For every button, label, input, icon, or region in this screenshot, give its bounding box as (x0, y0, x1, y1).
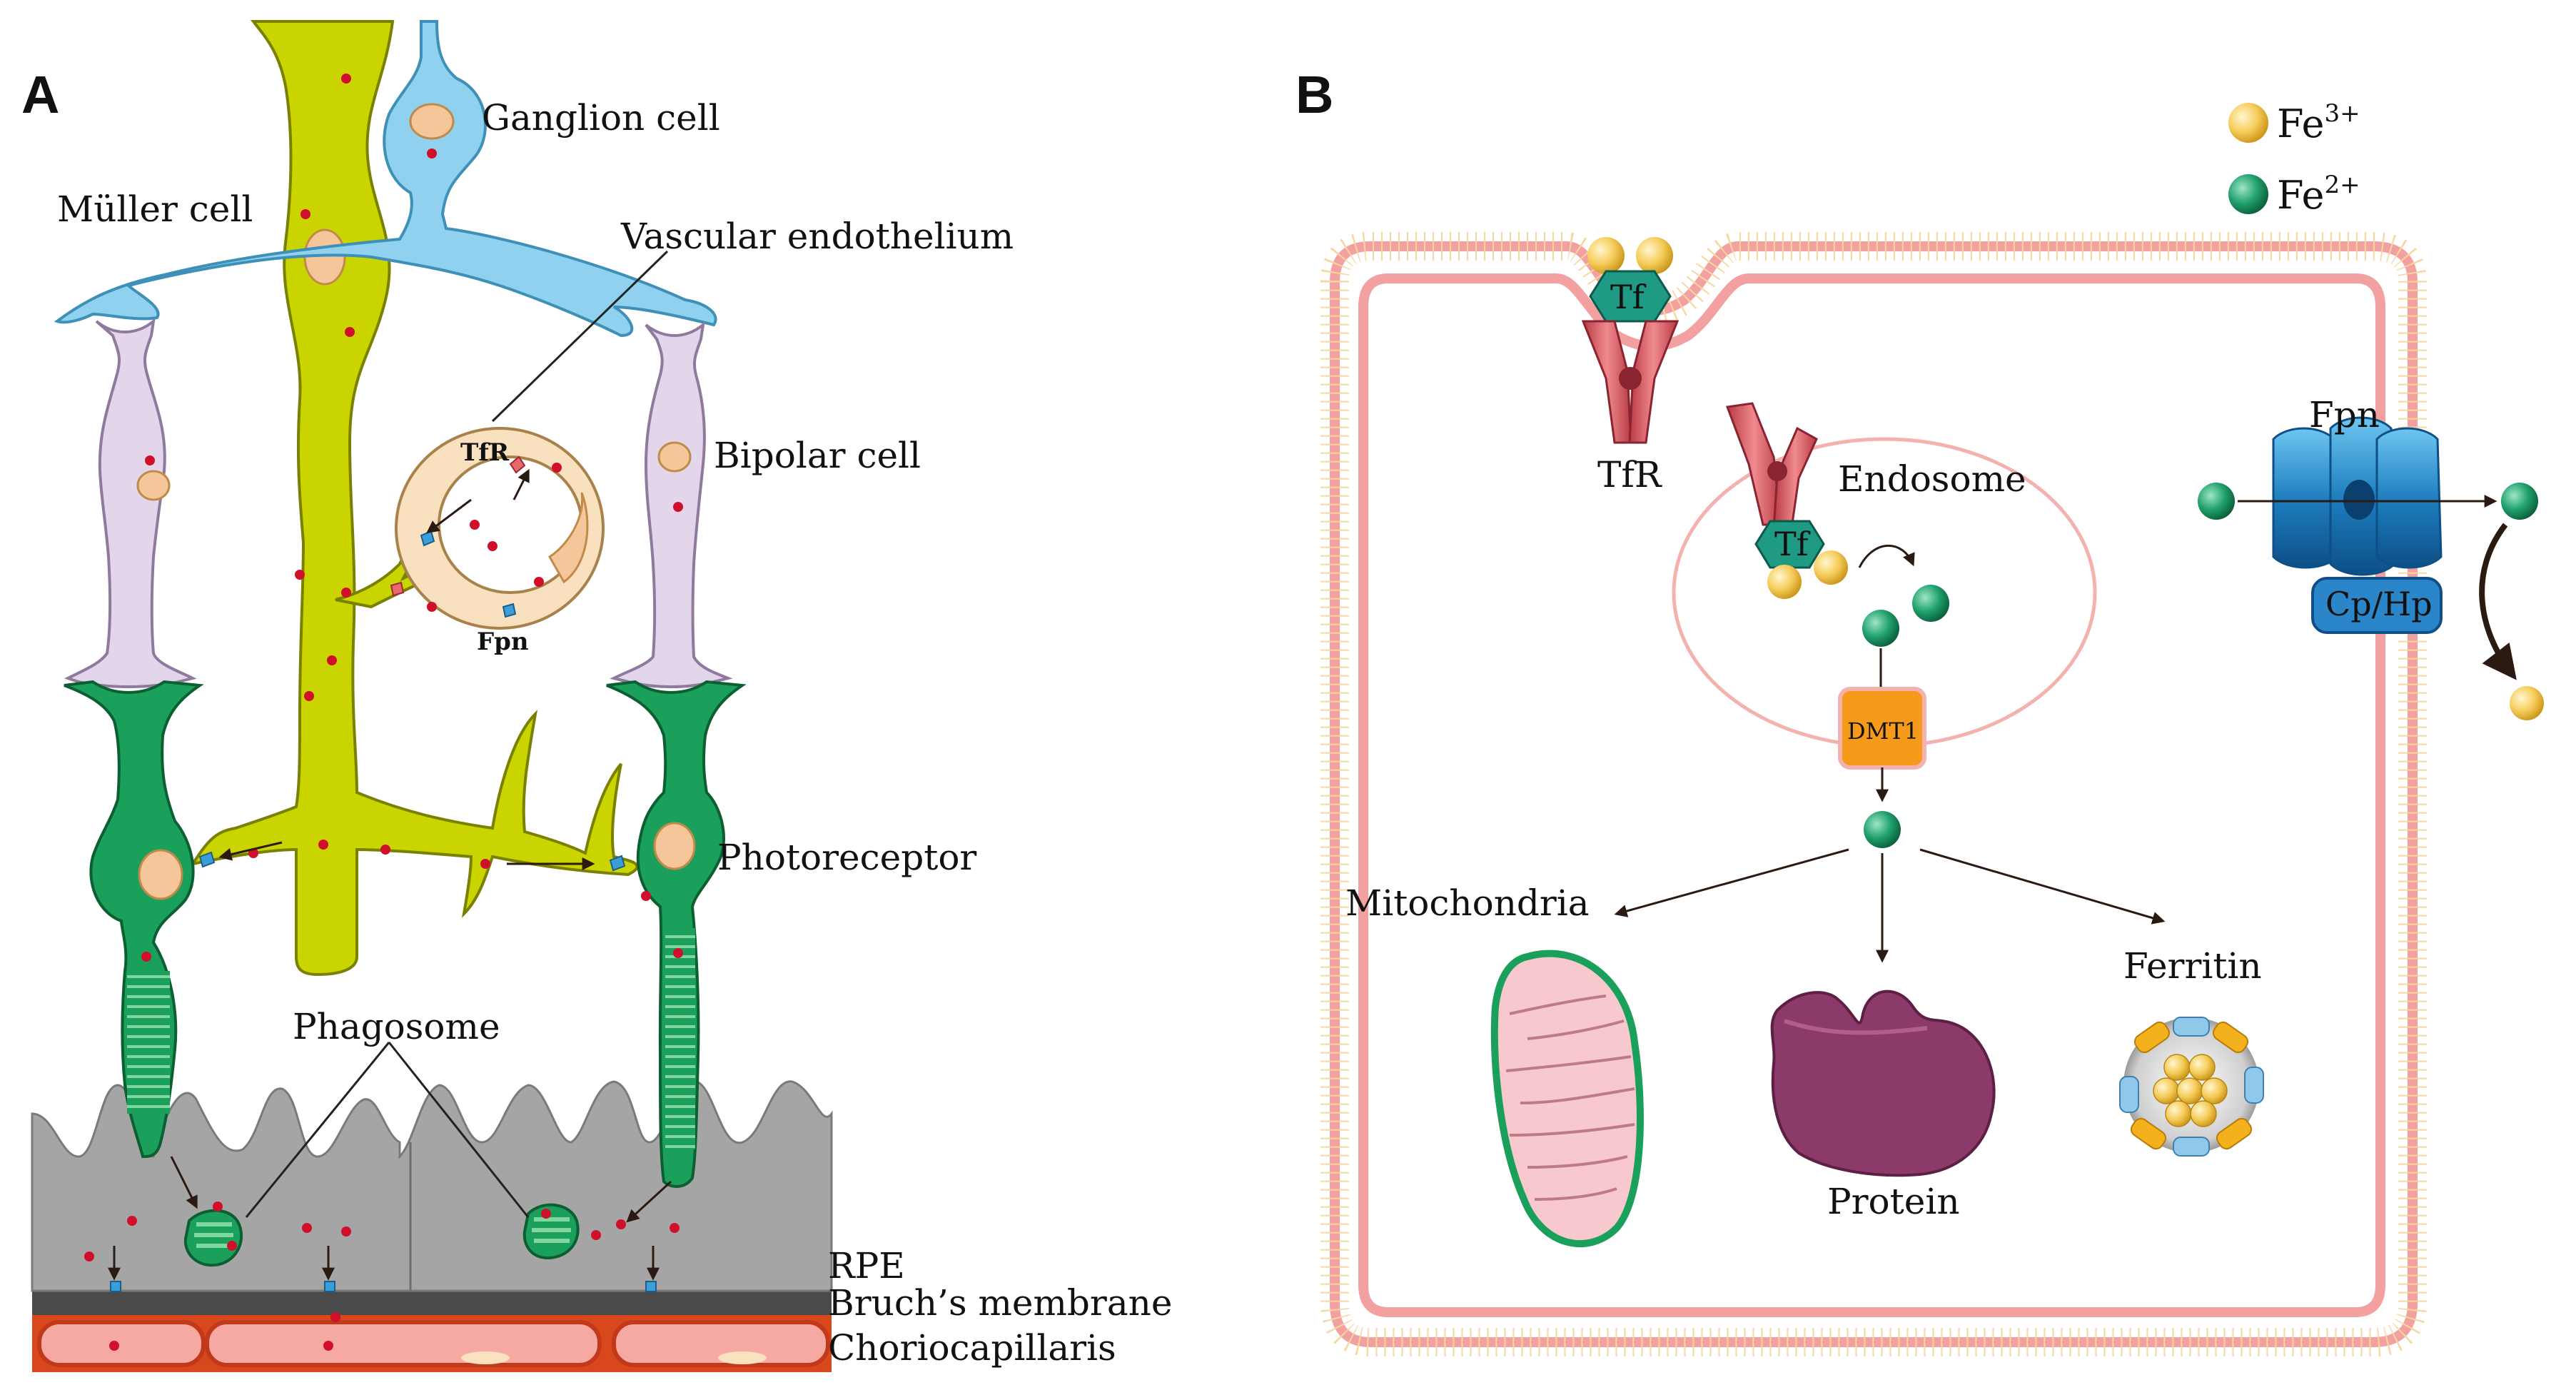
surface-tfr-complex: Tf TfR (1581, 237, 1680, 495)
label-tfr-a: TfR (460, 438, 510, 467)
bipolar-cell-right (610, 321, 733, 689)
ganglion-cell (54, 20, 717, 338)
choriocapillaris (32, 1315, 832, 1372)
label-dmt1: DMT1 (1847, 717, 1919, 745)
label-muller-cell: Müller cell (57, 188, 253, 230)
label-fpn-a: Fpn (477, 628, 529, 656)
label-cphp: Cp/Hp (2325, 585, 2433, 623)
legend-fe3-label: Fe3+ (2277, 99, 2360, 146)
iron-dots (84, 74, 683, 1351)
fpn-transporter-icons (110, 530, 657, 1292)
endosome: Tf Endosome (1672, 402, 2097, 748)
label-tfr-b: TfR (1597, 454, 1662, 495)
label-mitochondria: Mitochondria (1345, 882, 1590, 924)
label-rpe: RPE (828, 1245, 905, 1286)
label-bipolar-cell: Bipolar cell (714, 435, 921, 476)
bipolar-cell-left (64, 318, 197, 689)
fpn-exporter: Fpn Cp/Hp (2198, 394, 2544, 720)
legend-fe2-label: Fe2+ (2277, 171, 2360, 218)
phagosomes (183, 1203, 580, 1267)
panel-b: B Fe3+ Fe2+ Tf TfR (1295, 65, 2544, 1356)
iron-flow-arrows (108, 468, 672, 1281)
label-endosome: Endosome (1838, 458, 2026, 500)
label-protein: Protein (1827, 1181, 1960, 1222)
label-ferritin: Ferritin (2123, 945, 2262, 987)
leader-lines (245, 250, 669, 1218)
label-ganglion-cell: Ganglion cell (482, 97, 720, 139)
photoreceptor-left (64, 680, 204, 1159)
label-fpn-b: Fpn (2309, 394, 2380, 435)
legend: Fe3+ Fe2+ (2228, 99, 2360, 218)
bruchs-membrane (32, 1291, 832, 1315)
label-bruchs-membrane: Bruch’s membrane (828, 1282, 1172, 1324)
photoreceptor-right (606, 680, 747, 1188)
cell-membrane (1320, 232, 2427, 1356)
panel-a-labels: Ganglion cell Müller cell Vascular endot… (57, 97, 1172, 1369)
panel-letter-a: A (21, 65, 59, 124)
label-vascular-endothelium: Vascular endothelium (620, 216, 1014, 257)
legend-fe2-marker (2228, 174, 2268, 214)
cytosolic-iron-arrows (1614, 848, 2166, 963)
label-choriocapillaris: Choriocapillaris (828, 1327, 1116, 1369)
label-phagosome: Phagosome (293, 1006, 500, 1047)
dmt1-transporter: DMT1 (1838, 687, 1926, 848)
label-tf-endosome: Tf (1774, 525, 1811, 563)
label-photoreceptor: Photoreceptor (717, 837, 976, 878)
panel-letter-b: B (1295, 65, 1333, 124)
ferritin: Ferritin (2119, 945, 2264, 1157)
vascular-endothelium (395, 427, 605, 630)
label-tf-surface: Tf (1610, 278, 1647, 316)
protein: Protein (1770, 989, 1996, 1222)
legend-fe3-marker (2228, 103, 2268, 143)
tfr-transporter-icons (390, 455, 526, 597)
panel-a: A (21, 20, 1172, 1372)
mitochondria: Mitochondria (1345, 882, 1644, 1248)
